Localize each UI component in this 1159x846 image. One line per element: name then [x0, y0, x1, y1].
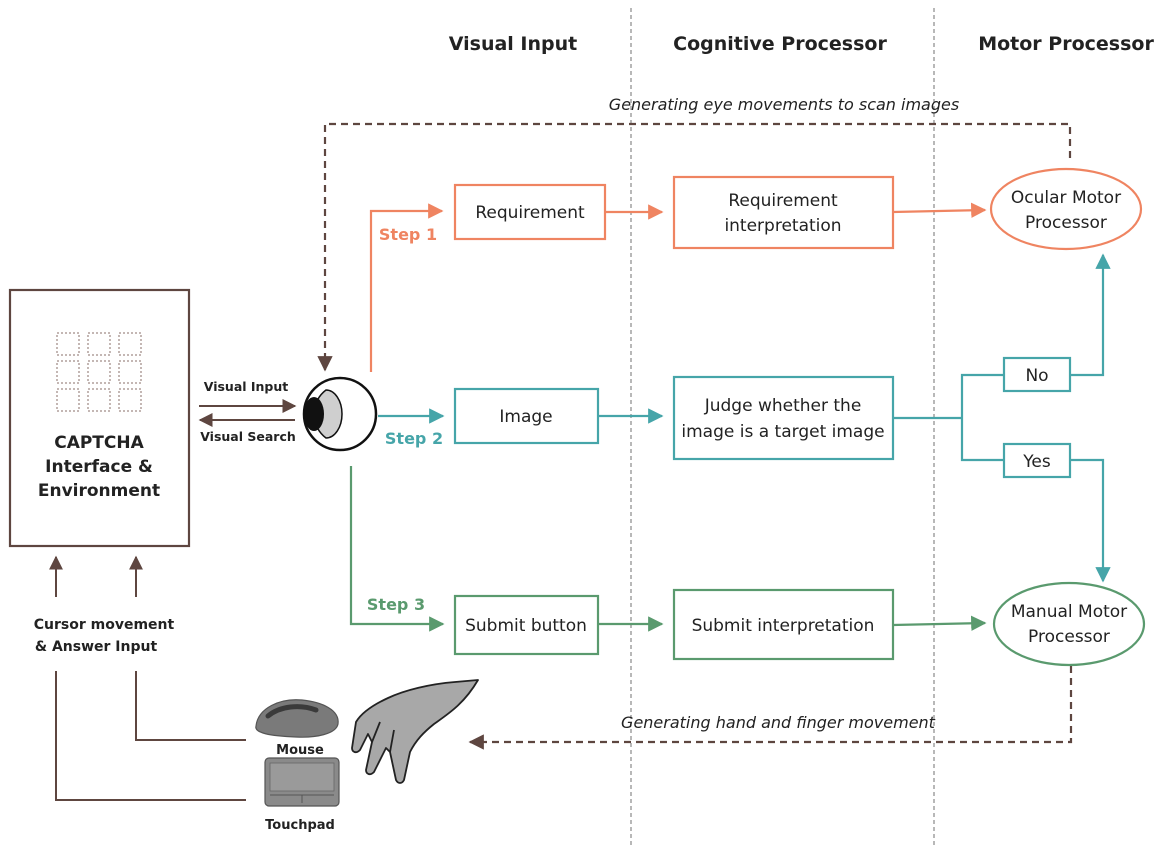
step2-label: Step 2	[385, 429, 443, 448]
requirement-interpretation-line2: interpretation	[724, 216, 841, 236]
mouse-connector	[135, 671, 246, 741]
visual-search-label: Visual Search	[200, 429, 296, 444]
submit-interpretation-box	[672, 588, 895, 661]
captcha-label-line2: Interface &	[45, 457, 153, 477]
eye-movement-annotation: Generating eye movements to scan images	[609, 95, 959, 114]
step3-label: Step 3	[367, 595, 425, 614]
hand-movement-feedback-arrow	[468, 666, 1073, 750]
yes-to-manual-arrow	[1070, 458, 1111, 583]
submit-interpretation-label: Submit interpretation	[692, 616, 875, 636]
visual-input-label: Visual Input	[204, 379, 289, 394]
requirement-label: Requirement	[475, 203, 585, 223]
no-label: No	[1025, 366, 1048, 386]
judge-line1: Judge whether the	[704, 396, 862, 416]
ocular-processor-line1: Ocular Motor	[1011, 188, 1121, 208]
no-to-ocular-arrow	[1070, 253, 1111, 377]
manual-processor-line1: Manual Motor	[1011, 602, 1127, 622]
ocular-motor-processor	[989, 167, 1143, 251]
judge-line2: image is a target image	[681, 422, 884, 442]
image-label: Image	[499, 407, 552, 427]
yes-box	[1002, 442, 1072, 479]
ocular-processor-line2: Processor	[1025, 213, 1107, 233]
requirement-interpretation-box	[672, 175, 895, 250]
step3-arrow	[349, 466, 445, 632]
mouse-label: Mouse	[276, 743, 324, 758]
touchpad-connector	[55, 671, 246, 801]
cursor-label-line2: & Answer Input	[35, 639, 158, 655]
manual-motor-processor	[992, 581, 1146, 667]
image-box	[453, 387, 600, 445]
requirement-box	[453, 183, 607, 241]
cursor-label-line1: Cursor movement	[34, 617, 175, 633]
step1-arrow	[369, 203, 444, 372]
interpretation-to-ocular-arrow	[892, 202, 987, 218]
captcha-label-line3: Environment	[38, 481, 160, 501]
interpretation-to-manual-arrow	[892, 615, 987, 631]
header-cognitive-processor: Cognitive Processor	[673, 33, 887, 55]
captcha-interface-box	[8, 288, 191, 548]
judge-box	[672, 375, 895, 461]
eye-movement-feedback-arrow	[317, 122, 1072, 372]
touchpad-label: Touchpad	[265, 818, 335, 833]
eye-icon	[302, 376, 378, 452]
hand-icon	[351, 679, 479, 784]
mouse-icon	[255, 699, 339, 738]
touchpad-icon	[264, 757, 340, 807]
submit-button-box	[453, 594, 600, 656]
header-visual-input: Visual Input	[449, 33, 577, 55]
no-box	[1002, 356, 1072, 393]
captcha-label-line1: CAPTCHA	[54, 433, 144, 453]
step1-label: Step 1	[379, 225, 437, 244]
manual-processor-line2: Processor	[1028, 627, 1110, 647]
header-motor-processor: Motor Processor	[978, 33, 1154, 55]
submit-button-label: Submit button	[465, 616, 587, 636]
requirement-interpretation-line1: Requirement	[728, 191, 838, 211]
captcha-grid-icon	[56, 332, 142, 412]
hand-movement-annotation: Generating hand and finger movement	[621, 713, 936, 732]
yes-label: Yes	[1022, 452, 1051, 472]
decision-branch	[893, 253, 1111, 583]
